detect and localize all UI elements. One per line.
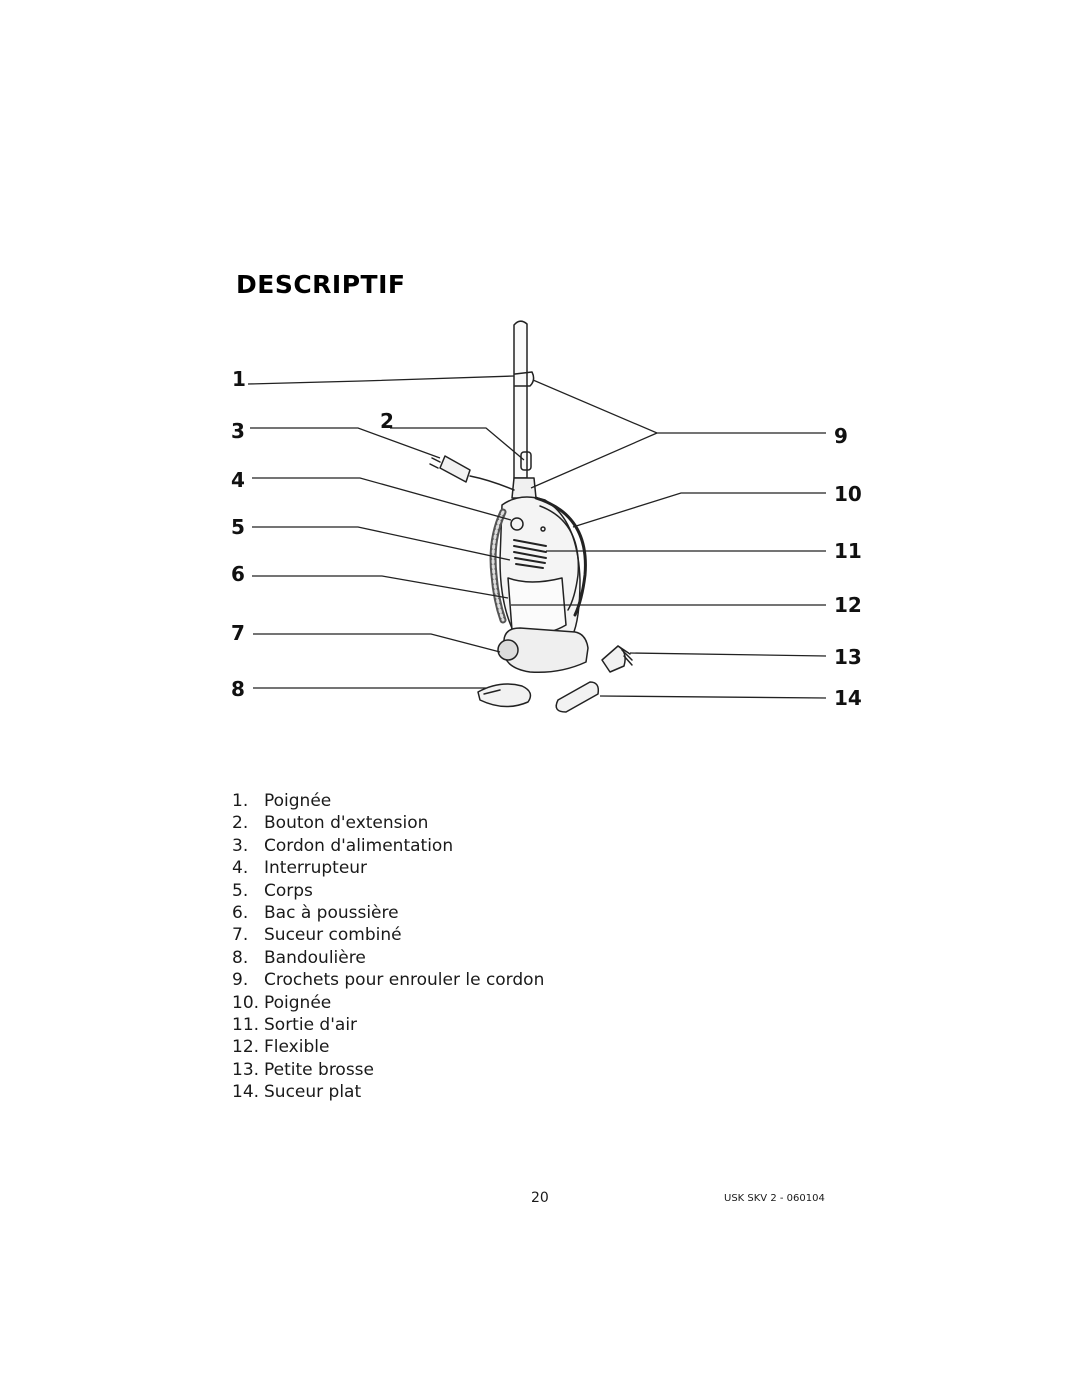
callout-3: 3: [231, 419, 245, 443]
parts-list: 1.Poignée 2.Bouton d'extension 3.Cordon …: [232, 790, 544, 1104]
part-label: Corps: [264, 880, 313, 901]
list-item: 12.Flexible: [232, 1037, 330, 1058]
list-item: 1.Poignée: [232, 791, 332, 811]
list-item: 11.Sortie d'air: [232, 1015, 358, 1036]
list-item: 6.Bac à poussière: [232, 903, 399, 924]
callout-12: 12: [834, 593, 862, 617]
part-label: Interrupteur: [264, 858, 368, 879]
part-label: Poignée: [264, 791, 332, 811]
part-label: Cordon d'alimentation: [264, 835, 454, 856]
callout-2: 2: [380, 409, 394, 433]
list-item: 10.Poignée: [232, 992, 332, 1013]
part-label: Suceur combiné: [264, 925, 402, 946]
part-label: Bouton d'extension: [264, 813, 429, 834]
list-item: 14.Suceur plat: [232, 1082, 362, 1103]
part-label: Sortie d'air: [264, 1015, 358, 1036]
callout-7: 7: [231, 621, 245, 645]
list-item: 13.Petite brosse: [232, 1059, 375, 1080]
callout-6: 6: [231, 562, 245, 586]
part-label: Suceur plat: [264, 1082, 362, 1103]
list-item: 8.Bandoulière: [232, 947, 366, 968]
callout-9: 9: [834, 424, 848, 448]
list-item: 5.Corps: [232, 880, 313, 901]
callout-13: 13: [834, 645, 862, 669]
list-item: 7.Suceur combiné: [232, 925, 402, 946]
part-label: Bac à poussière: [264, 903, 399, 924]
callout-1: 1: [232, 367, 246, 391]
part-label: Flexible: [264, 1037, 330, 1058]
page-number: 20: [531, 1190, 549, 1206]
part-label: Poignée: [264, 992, 332, 1013]
part-label: Bandoulière: [264, 947, 366, 968]
list-item: 9.Crochets pour enrouler le cordon: [232, 970, 545, 991]
page-title: DESCRIPTIF: [236, 270, 406, 299]
document-code: USK SKV 2 - 060104: [724, 1193, 825, 1204]
part-label: Crochets pour enrouler le cordon: [264, 970, 545, 991]
callout-11: 11: [834, 539, 862, 563]
list-item: 3.Cordon d'alimentation: [232, 835, 454, 856]
vacuum-diagram: 1 2 3 4 5 6 7 8 9 10 11 12 13 14: [231, 320, 862, 713]
callout-5: 5: [231, 515, 245, 539]
callout-8: 8: [231, 677, 245, 701]
part-label: Petite brosse: [264, 1059, 375, 1080]
list-item: 4.Interrupteur: [232, 858, 368, 879]
callout-14: 14: [834, 686, 862, 710]
callout-10: 10: [834, 482, 862, 506]
list-item: 2.Bouton d'extension: [232, 813, 429, 834]
callout-4: 4: [231, 468, 245, 492]
